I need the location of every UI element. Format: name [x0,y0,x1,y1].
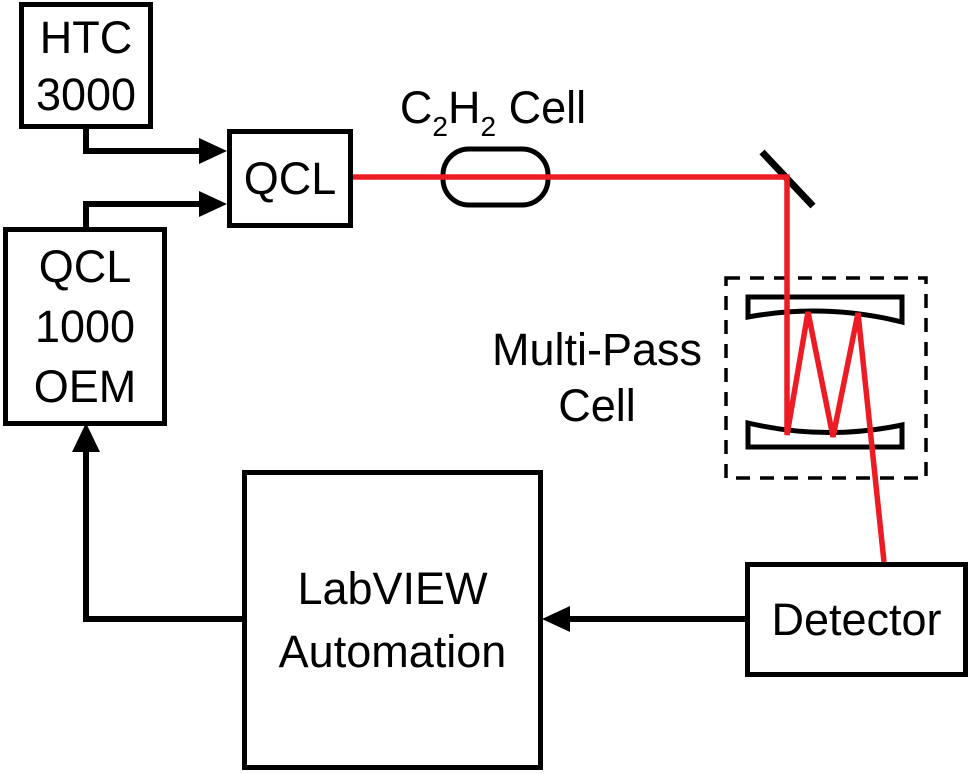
arrow-detector-to-labview [542,606,747,632]
htc-3000-label-line1: HTC [39,11,133,63]
multipass-top-mirror [745,294,905,326]
htc-3000-label-line2: 3000 [35,68,137,120]
gas-cell-label-sub2: 2 [480,111,497,142]
arrow-htc-to-qcl-head [199,138,227,164]
qcl-label: QCL [243,152,337,204]
labview-label-line2: Automation [278,626,507,677]
multipass-cell-outline [724,276,928,480]
detector-box: Detector [745,562,968,677]
arrow-oem-to-qcl-head [199,191,227,217]
laser-beam [352,174,887,563]
labview-automation-box: LabVIEW Automation [242,470,543,770]
labview-label-line1: LabVIEW [297,563,488,614]
qcl-box: QCL [227,129,353,228]
arrow-htc-to-qcl-line [83,129,201,154]
gas-cell-label-element2: H [447,82,481,133]
gas-cell-label-suffix: Cell [496,82,587,133]
gas-cell-label: C2H2 Cell [343,80,643,141]
arrow-oem-to-qcl [83,191,227,228]
htc-3000-box: HTC 3000 [19,2,153,129]
gas-cell-label-sub1: 2 [432,111,448,142]
multipass-cell-label-line2: Cell [558,380,636,431]
gas-cell-label-element1: C [399,82,433,133]
multipass-cell-label-line1: Multi-Pass [491,324,703,375]
arrow-labview-to-oem-line [83,450,244,622]
qcl-1000-oem-box: QCL 1000 OEM [3,227,167,426]
qcl-1000-oem-label-line2: 1000 [34,300,136,352]
arrow-oem-to-qcl-line [83,201,201,228]
multipass-bottom-mirror [745,419,905,450]
multipass-cell-label: Multi-Pass Cell [447,322,747,434]
arrow-htc-to-qcl [83,129,227,164]
qcl-1000-oem-label-line3: OEM [33,360,137,412]
arrow-detector-to-labview-head [542,606,570,632]
qcl-1000-oem-label-line1: QCL [38,240,132,292]
detector-label: Detector [771,593,942,645]
arrow-labview-to-oem [72,423,244,622]
arrow-labview-to-oem-head [72,423,100,452]
